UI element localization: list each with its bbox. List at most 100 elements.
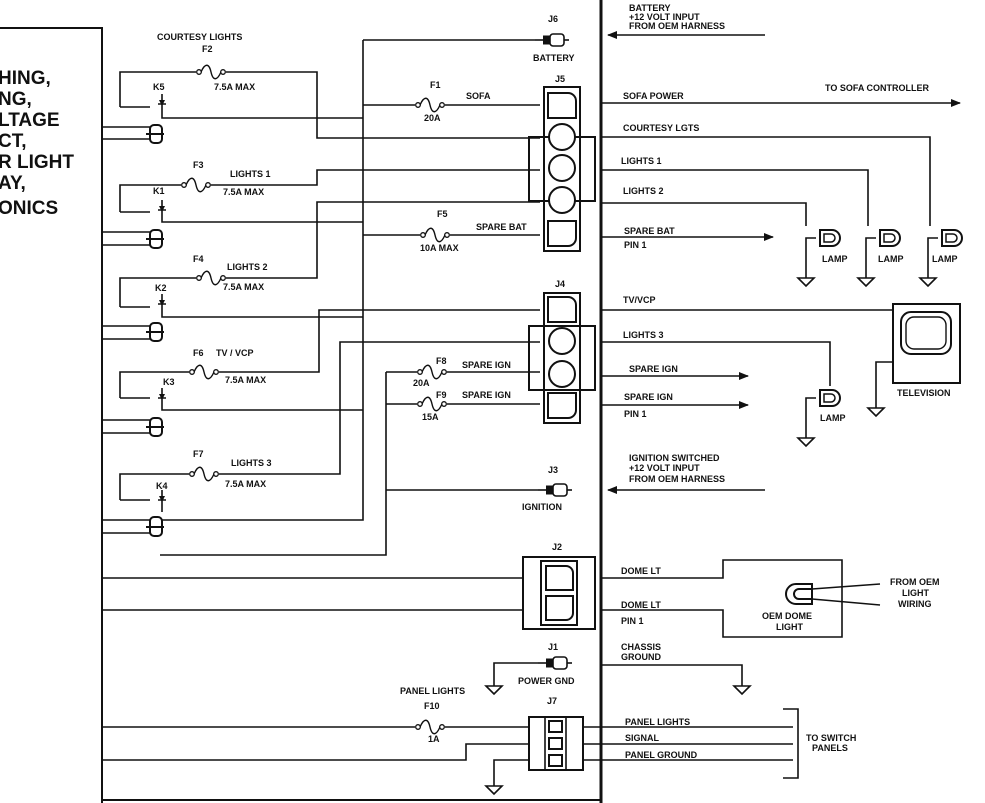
ignition-bus (160, 372, 387, 556)
connector-j1: J1 POWER GND (485, 642, 575, 695)
panel-outputs: PANEL LIGHTS SIGNAL PANEL GROUND TO SWIT… (583, 708, 856, 779)
relay-k4-label: K4 (156, 481, 168, 491)
relay-k1-coil-icon (146, 229, 164, 249)
oem-dome-light-icon (785, 583, 881, 606)
fuse-f10-name: PANEL LIGHTS (400, 686, 465, 696)
fuse-f10-icon (415, 719, 445, 735)
connector-j4: J4 (528, 279, 596, 424)
lamp-1-icon (819, 229, 841, 247)
from-oem-line-2: LIGHT (902, 588, 929, 598)
fuse-f4-icon (195, 270, 227, 286)
j7-id: J7 (547, 696, 557, 706)
relay-k5-section: COURTESY LIGHTS F2 7.5A MAX K5 (102, 32, 540, 144)
j5-id: J5 (555, 74, 565, 84)
to-switch-panels-line-1: TO SWITCH (806, 733, 856, 743)
dome-lt-label-1: DOME LT (621, 566, 661, 576)
module-line-7: ONICS (0, 198, 58, 219)
spare-ign-2-label: SPARE IGN (624, 392, 673, 402)
battery-label: BATTERY (533, 53, 575, 63)
lamp-2-ground-icon (857, 269, 875, 287)
connector-j6: J6 BATTERY (533, 14, 575, 63)
j7-pin-3 (548, 754, 563, 767)
power-gnd-label: POWER GND (518, 676, 575, 686)
lamp-3-icon (941, 229, 963, 247)
lamp-2: LAMP (857, 229, 904, 287)
connector-j2: J2 (102, 542, 596, 630)
j7-pin-2 (548, 737, 563, 750)
module-line-3: LTAGE (0, 110, 60, 131)
ignition-input-line-3: FROM OEM HARNESS (629, 474, 725, 484)
relay-k2-coil-icon (146, 322, 164, 342)
chassis-label-2: GROUND (621, 652, 661, 662)
lamp-1-ground-icon (797, 269, 815, 287)
relay-k2-label: K2 (155, 283, 167, 293)
ignition-input: IGNITION SWITCHED +12 VOLT INPUT FROM OE… (607, 453, 765, 494)
oem-dome-light-line-2: LIGHT (776, 622, 803, 632)
fuse-f1-branch: F1 SOFA 20A (363, 80, 540, 123)
fuse-f4-rating: 7.5A MAX (223, 282, 264, 292)
fuse-f1-name: SOFA (466, 91, 491, 101)
dome-light-circuit: DOME LT DOME LT PIN 1 OEM DOME LIGHT FRO… (601, 559, 940, 638)
j5-pin-2 (548, 123, 576, 151)
fuse-f7-name: LIGHTS 3 (231, 458, 272, 468)
relay-k3-label: K3 (163, 377, 175, 387)
relay-k5-label: K5 (153, 82, 165, 92)
fuse-f4-name: LIGHTS 2 (227, 262, 268, 272)
module-line-5: R LIGHT (0, 152, 74, 173)
fuse-f4-id: F4 (193, 254, 204, 264)
fuse-f10-rating: 1A (428, 734, 440, 744)
lamp-3-ground-icon (919, 269, 937, 287)
lamp-4-label: LAMP (820, 413, 846, 423)
relay-k1-section: F3 LIGHTS 1 7.5A MAX K1 (102, 160, 540, 249)
relay-k4-section: F7 LIGHTS 3 7.5A MAX K4 (102, 341, 540, 537)
j5-pin-4 (548, 186, 576, 214)
j3-id: J3 (548, 465, 558, 475)
television-ground-icon (867, 399, 885, 417)
fuse-f8-branch: F8 SPARE IGN 20A (386, 356, 540, 388)
module-line-6: AY, (0, 173, 26, 194)
module-outline (0, 27, 103, 803)
lamp-3: LAMP (919, 229, 963, 287)
lamp-4: LAMP (797, 389, 846, 447)
relay-k4-coil-icon (146, 516, 164, 537)
fuse-f3-icon (180, 177, 212, 193)
chassis-label-1: CHASSIS (621, 642, 661, 652)
from-oem-line-1: FROM OEM (890, 577, 940, 587)
spare-ign-1-label: SPARE IGN (629, 364, 678, 374)
fuse-f9-id: F9 (436, 390, 447, 400)
fuse-f9-name: SPARE IGN (462, 390, 511, 400)
j5-pin-5 (547, 220, 577, 247)
television: TELEVISION (867, 303, 961, 417)
fuse-f5-name: SPARE BAT (476, 222, 527, 232)
fuse-f1-id: F1 (430, 80, 441, 90)
ignition-plug-icon (537, 483, 573, 497)
relay-k1-label: K1 (153, 186, 165, 196)
fuse-f1-rating: 20A (424, 113, 441, 123)
j4-id: J4 (555, 279, 565, 289)
lamp-2-icon (879, 229, 901, 247)
fuse-f9-branch: F9 SPARE IGN 15A (386, 390, 540, 422)
fuse-f10-id: F10 (424, 701, 440, 711)
lamp-3-label: LAMP (932, 254, 958, 264)
courtesy-lights-label: COURTESY LIGHTS (157, 32, 242, 42)
j5-outputs: SOFA POWER TO SOFA CONTROLLER COURTESY L… (601, 83, 961, 250)
j4-pin-2 (548, 327, 576, 355)
lights-2-label: LIGHTS 2 (623, 186, 664, 196)
tv-vcp-label: TV/VCP (623, 295, 656, 305)
panel-lights-out-label: PANEL LIGHTS (625, 717, 690, 727)
ignition-input-line-2: +12 VOLT INPUT (629, 463, 700, 473)
fuse-f5-id: F5 (437, 209, 448, 219)
fuse-f9-rating: 15A (422, 412, 439, 422)
fuse-f6-name: TV / VCP (216, 348, 254, 358)
lamp-1: LAMP (797, 229, 848, 287)
lamp-1-label: LAMP (822, 254, 848, 264)
j7-pin-1 (548, 720, 563, 733)
battery-bus (160, 40, 364, 521)
module-line-1: HING, (0, 68, 51, 89)
battery-input-line-2: +12 VOLT INPUT (629, 12, 700, 22)
to-switch-panels-line-2: PANELS (812, 743, 848, 753)
j4-pin-4 (547, 392, 577, 419)
battery-input-line-1: BATTERY (629, 3, 671, 13)
ignition-label: IGNITION (522, 502, 562, 512)
panel-ground-icon (485, 777, 503, 795)
